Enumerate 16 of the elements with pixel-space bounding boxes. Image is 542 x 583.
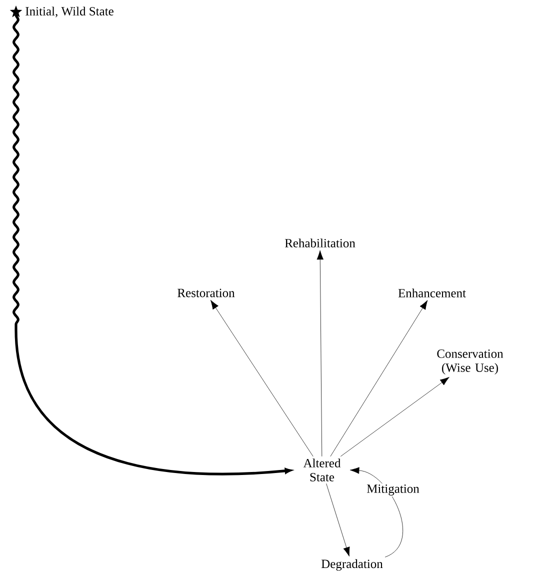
node-label: Degradation [321,559,383,571]
arrow [12,14,292,476]
node-label: Enhancement [398,288,466,298]
node-label: Rehabilitation [284,238,356,248]
arrow [316,250,324,457]
arrow [350,467,404,558]
edge-label: Mitigation [366,484,420,496]
arrow [326,483,350,556]
node-label: Restoration [178,288,235,298]
beside-label: Initial, Wild State [26,6,114,18]
star-marker [10,6,22,18]
arrow [210,300,314,457]
node-label: Altered State [303,458,341,482]
arrow [340,376,450,457]
node-label: Conservation (Wise Use) [437,350,504,374]
arrow [330,300,428,457]
